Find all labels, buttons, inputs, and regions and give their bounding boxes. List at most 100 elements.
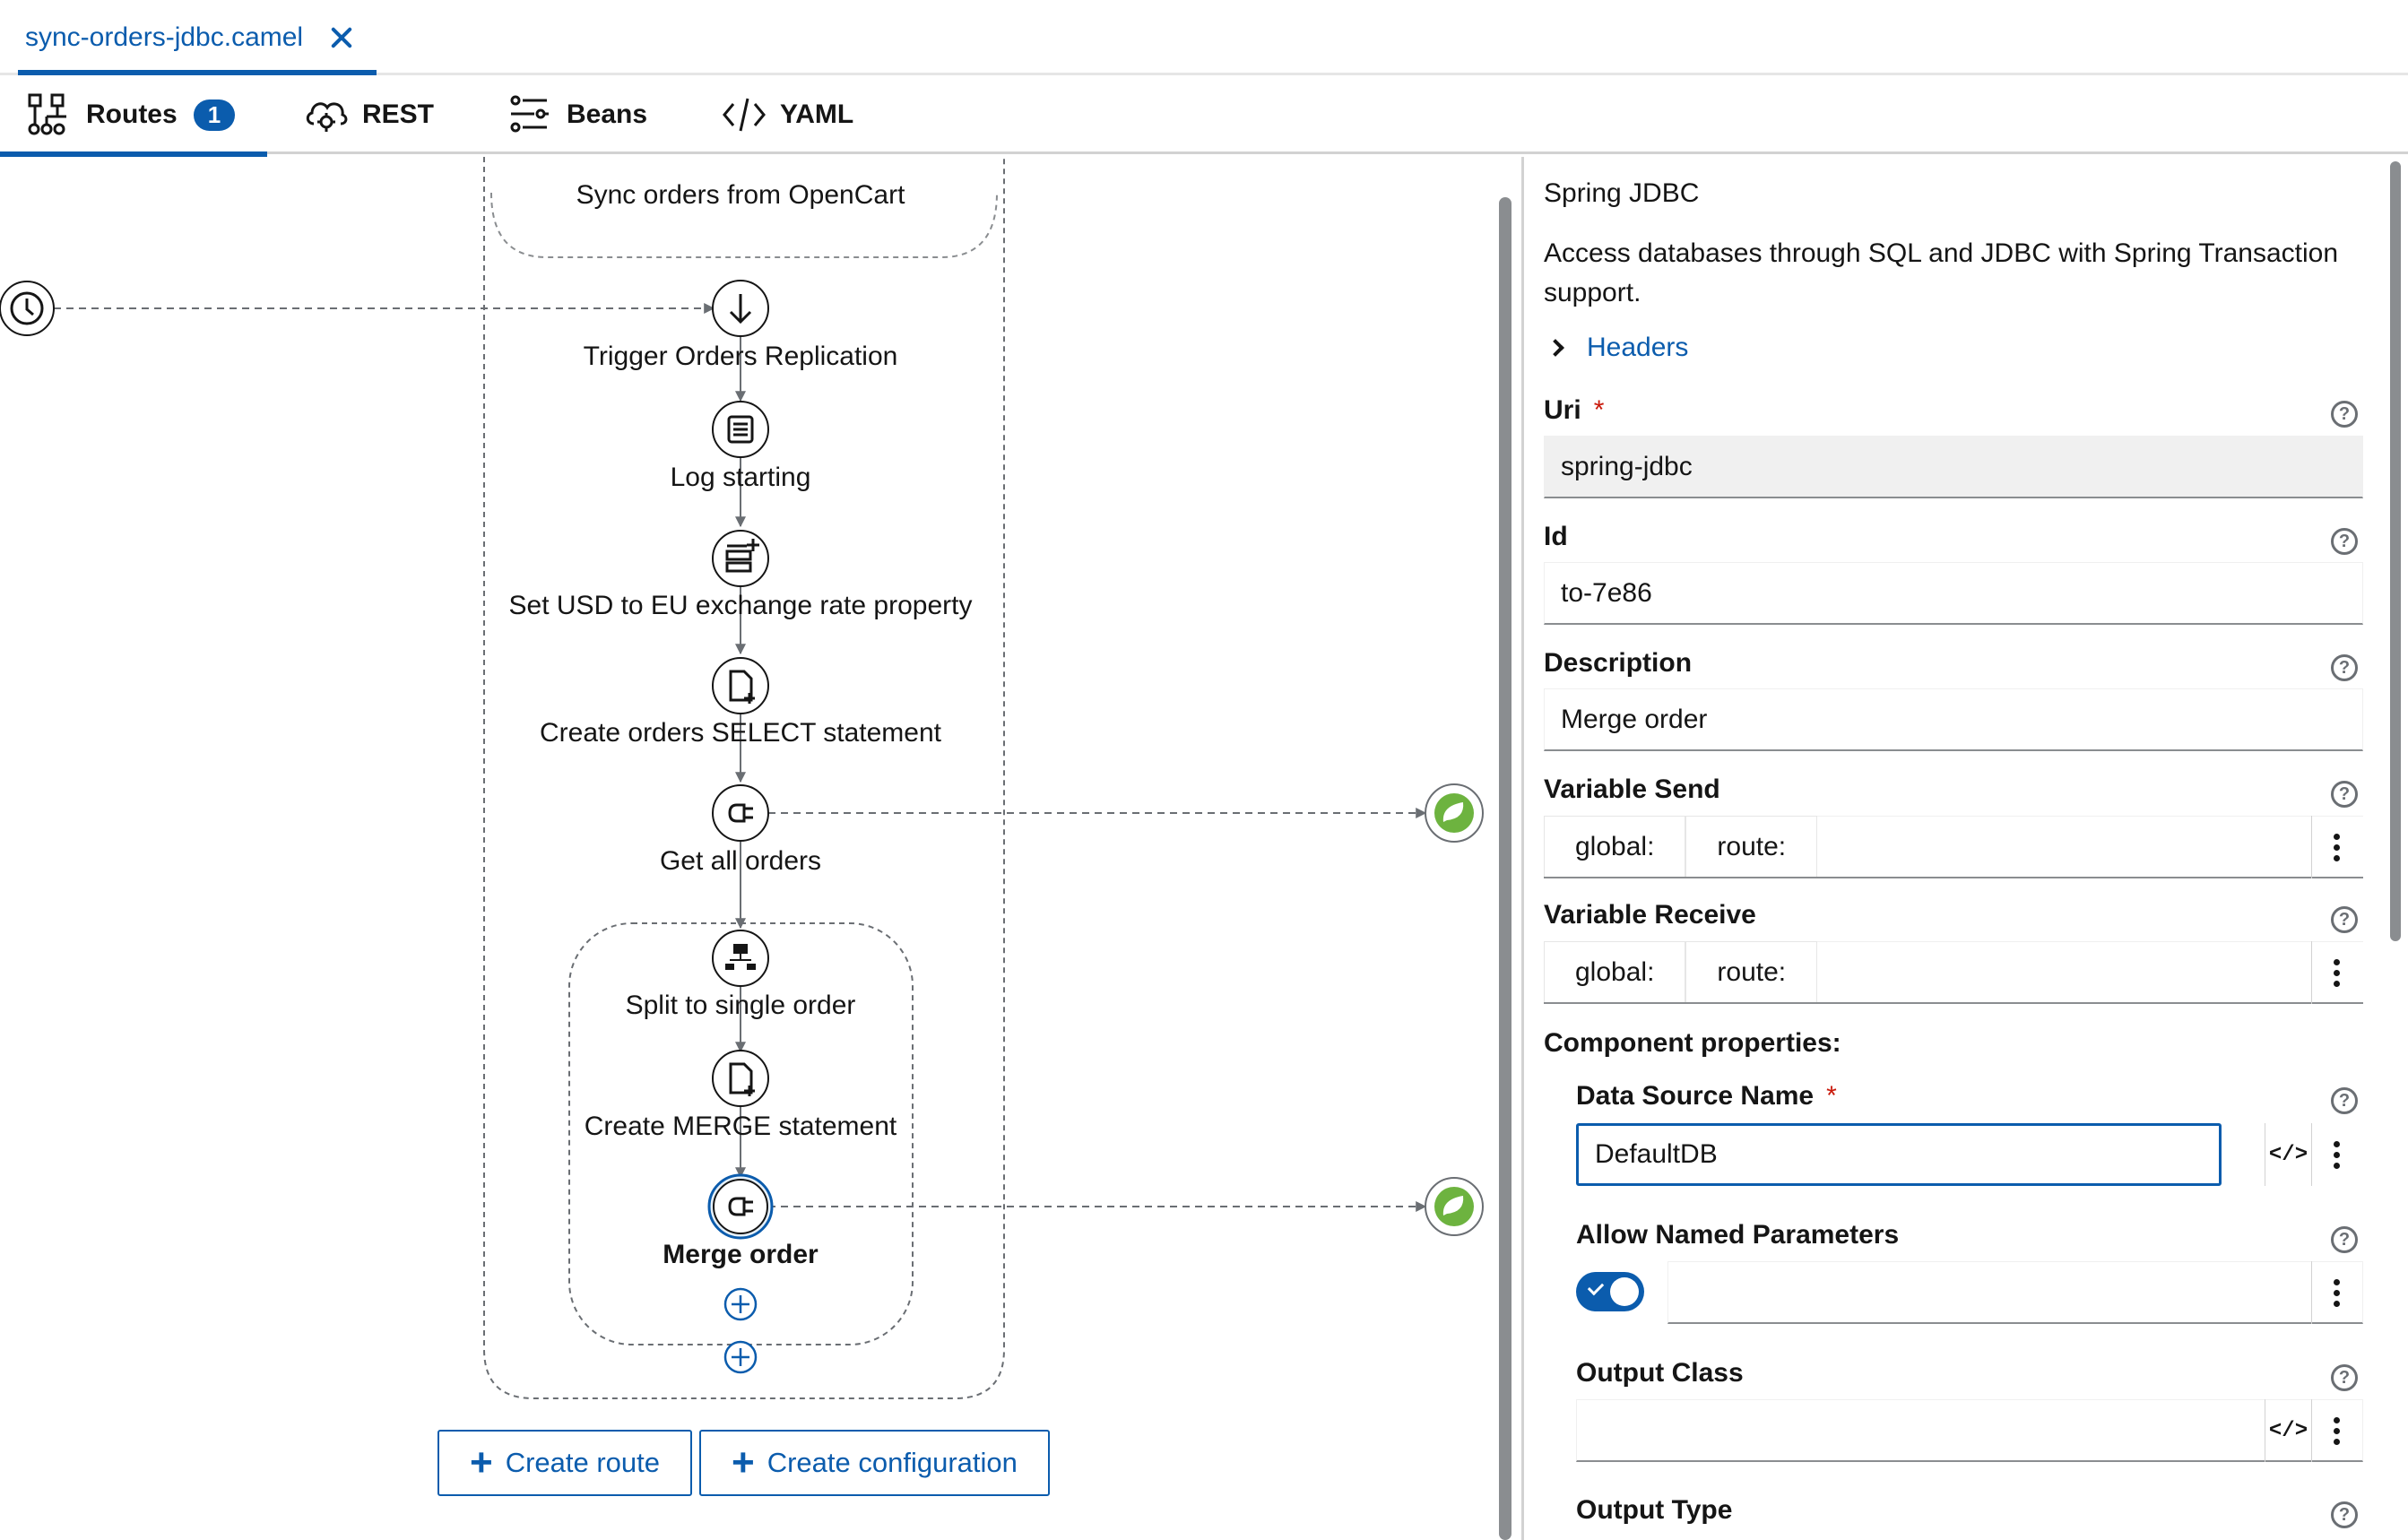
panel-title: Spring JDBC	[1544, 178, 1700, 208]
output-class-label: Output Class	[1576, 1358, 1744, 1388]
tab-yaml-label: YAML	[780, 99, 854, 129]
step-node-log[interactable]	[712, 401, 769, 458]
variable-send-route-option[interactable]: route:	[1685, 816, 1818, 877]
tab-beans-label: Beans	[567, 99, 648, 129]
variable-receive-input[interactable]	[1817, 941, 2363, 1002]
create-configuration-label: Create configuration	[767, 1447, 1018, 1478]
data-source-name-field[interactable]: DefaultDB	[1576, 1123, 2222, 1186]
sliders-icon	[510, 95, 549, 133]
tab-routes-label: Routes	[86, 99, 178, 129]
canvas-scrollbar[interactable]	[1499, 197, 1511, 1540]
add-step-in-route-button[interactable]	[723, 1340, 758, 1374]
tab-rest[interactable]: REST	[303, 75, 434, 154]
check-icon	[1587, 1278, 1605, 1296]
uri-field[interactable]: spring-jdbc	[1544, 436, 2363, 498]
step-node-get-orders[interactable]	[712, 784, 769, 842]
kebab-menu-icon[interactable]	[2311, 1399, 2361, 1462]
close-icon[interactable]	[328, 24, 355, 51]
help-icon[interactable]: ?	[2331, 401, 2358, 428]
panel-scrollbar[interactable]	[2390, 161, 2401, 941]
headers-label: Headers	[1587, 333, 1689, 362]
properties-panel: Spring JDBC Access databases through SQL…	[1524, 157, 2408, 1540]
file-tab-sync-orders[interactable]: sync-orders-jdbc.camel	[18, 0, 362, 75]
help-icon[interactable]: ?	[2331, 906, 2358, 933]
allow-named-parameters-label: Allow Named Parameters	[1576, 1220, 1900, 1250]
help-icon[interactable]: ?	[2331, 1087, 2358, 1114]
variable-receive-global-option[interactable]: global:	[1544, 941, 1686, 1002]
chevron-right-icon	[1546, 339, 1564, 357]
code-icon	[723, 98, 766, 132]
kebab-menu-icon[interactable]	[2311, 1123, 2361, 1186]
variable-send-global-option[interactable]: global:	[1544, 816, 1686, 877]
step-node-trigger[interactable]	[712, 280, 769, 337]
step-label: Split to single order	[625, 991, 856, 1020]
panel-description: Access databases through SQL and JDBC wi…	[1544, 238, 2339, 307]
routes-count-badge: 1	[193, 99, 236, 131]
variable-send-field: global: route:	[1544, 816, 2363, 878]
help-icon[interactable]: ?	[2331, 1364, 2358, 1391]
output-class-field[interactable]	[1576, 1399, 2363, 1462]
tab-routes[interactable]: Routes 1	[0, 75, 268, 157]
panel-divider[interactable]	[1521, 157, 1524, 1540]
file-tab-active-indicator	[18, 70, 377, 75]
help-icon[interactable]: ?	[2331, 1501, 2358, 1528]
topology-icon	[28, 93, 66, 135]
description-label: Description	[1544, 648, 1693, 678]
help-icon[interactable]: ?	[2331, 528, 2358, 555]
create-route-button[interactable]: + Create route	[437, 1430, 693, 1496]
kebab-menu-icon[interactable]	[2311, 1261, 2361, 1324]
allow-named-parameters-expression[interactable]	[1667, 1261, 2363, 1324]
help-icon[interactable]: ?	[2331, 654, 2358, 681]
create-configuration-button[interactable]: + Create configuration	[699, 1430, 1050, 1496]
spring-jdbc-endpoint-icon[interactable]	[1425, 783, 1484, 843]
route-title: Sync orders from OpenCart	[576, 180, 905, 210]
description-field[interactable]: Merge order	[1544, 688, 2363, 751]
step-node-set-property[interactable]	[712, 530, 769, 587]
plus-icon: +	[732, 1441, 755, 1484]
timer-icon[interactable]	[0, 281, 55, 336]
step-label: Create orders SELECT statement	[540, 718, 941, 748]
step-node-merge-order-selected[interactable]	[707, 1173, 774, 1240]
route-diagram	[0, 157, 1484, 1399]
variable-receive-route-option[interactable]: route:	[1685, 941, 1818, 1002]
create-route-label: Create route	[505, 1447, 661, 1478]
id-label: Id	[1544, 522, 1568, 551]
expression-editor-icon[interactable]: </>	[2265, 1399, 2311, 1462]
component-properties-heading: Component properties:	[1544, 1028, 1841, 1058]
step-node-split[interactable]	[712, 930, 769, 987]
step-label: Set USD to EU exchange rate property	[508, 591, 973, 620]
add-step-in-split-button[interactable]	[723, 1287, 758, 1321]
step-label: Create MERGE statement	[584, 1112, 897, 1141]
step-node-create-select[interactable]	[712, 657, 769, 714]
plus-icon: +	[470, 1441, 493, 1484]
output-type-label: Output Type	[1576, 1495, 1733, 1525]
step-label: Trigger Orders Replication	[583, 342, 898, 371]
tab-rest-label: REST	[362, 99, 435, 129]
step-label: Get all orders	[659, 846, 822, 876]
help-icon[interactable]: ?	[2331, 781, 2358, 808]
step-label: Log starting	[670, 463, 811, 492]
variable-send-input[interactable]	[1817, 816, 2363, 877]
expression-editor-icon[interactable]: </>	[2265, 1123, 2311, 1186]
view-tab-bar: Routes 1 REST Beans YAML	[0, 75, 2408, 157]
cloud-gear-icon	[306, 102, 348, 132]
route-canvas[interactable]: Sync orders from OpenCart Trigger Orders…	[0, 157, 1506, 1540]
step-node-create-merge[interactable]	[712, 1050, 769, 1107]
help-icon[interactable]: ?	[2331, 1226, 2358, 1253]
file-tab-bar: sync-orders-jdbc.camel	[0, 0, 2408, 75]
data-source-name-label: Data Source Name*	[1576, 1081, 1837, 1111]
variable-receive-field: global: route:	[1544, 941, 2363, 1004]
allow-named-parameters-toggle[interactable]	[1576, 1272, 1644, 1311]
required-mark: *	[1826, 1081, 1837, 1111]
required-mark: *	[1593, 395, 1605, 425]
uri-label: Uri*	[1544, 395, 1605, 425]
tab-beans[interactable]: Beans	[507, 75, 647, 154]
tab-yaml[interactable]: YAML	[721, 75, 853, 154]
id-field[interactable]: to-7e86	[1544, 562, 2363, 625]
kebab-menu-icon[interactable]	[2311, 941, 2361, 1004]
headers-expander[interactable]: Headers	[1544, 333, 1688, 363]
variable-receive-label: Variable Receive	[1544, 900, 1756, 930]
kebab-menu-icon[interactable]	[2311, 816, 2361, 878]
spring-jdbc-endpoint-icon[interactable]	[1425, 1177, 1484, 1236]
step-label-selected: Merge order	[663, 1240, 819, 1269]
